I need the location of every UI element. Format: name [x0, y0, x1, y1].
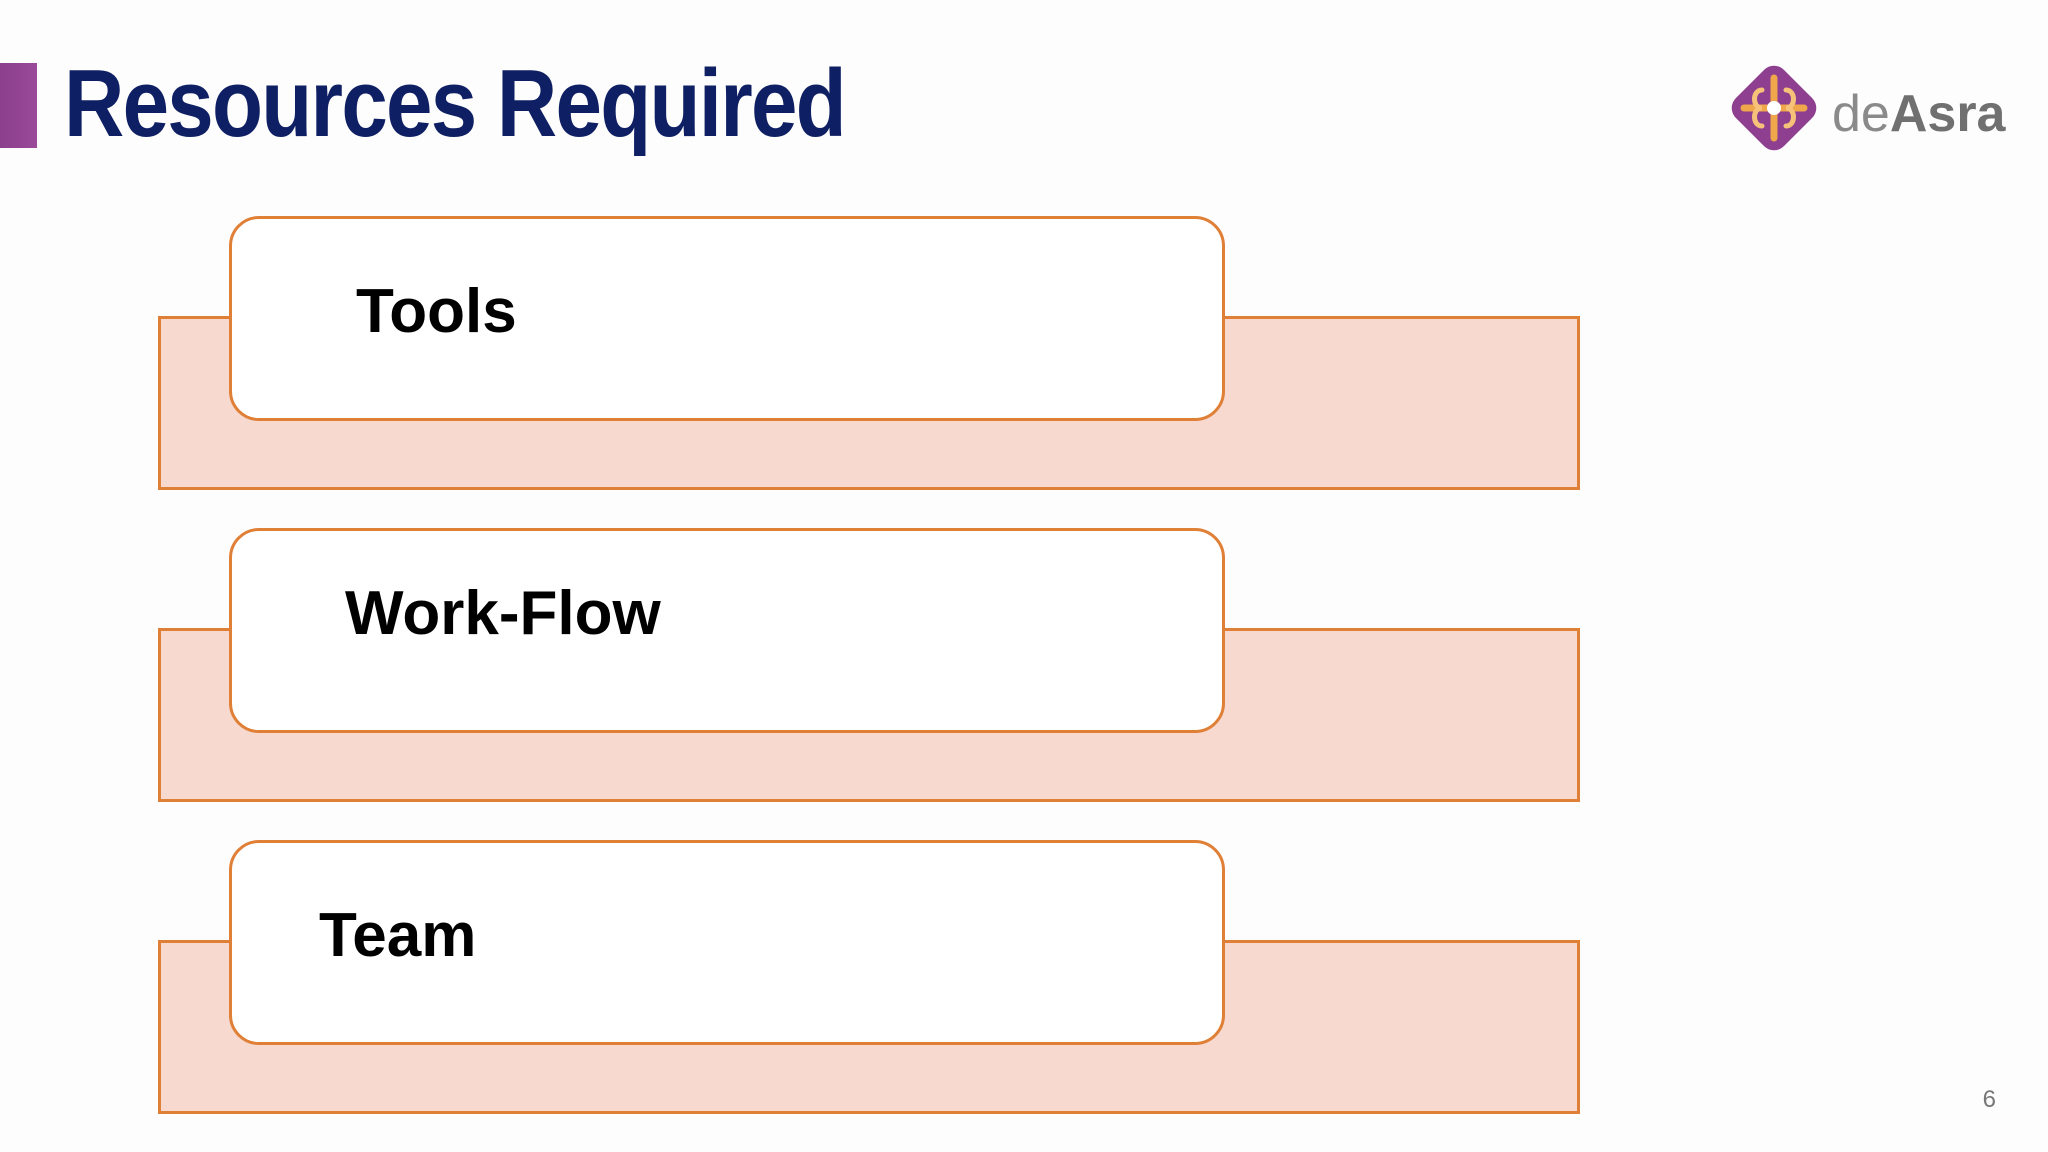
resource-item-workflow: Work-Flow: [0, 0, 2048, 802]
resource-item-team: Team: [0, 0, 2048, 1114]
logo-wordmark: deAsra: [1832, 84, 2005, 144]
logo-name: Asra: [1889, 85, 2006, 143]
resource-item-tools: Tools: [0, 0, 2048, 490]
title-accent-bar: [0, 63, 37, 148]
logo-prefix: de: [1832, 85, 1890, 143]
page-title: Resources Required: [64, 50, 847, 157]
item-card: [229, 528, 1225, 733]
page-number: 6: [1982, 1086, 1996, 1113]
cross-diamond-logo-icon: [1731, 65, 1817, 151]
item-label: Team: [319, 901, 477, 970]
item-card: [229, 840, 1225, 1045]
item-label: Tools: [356, 277, 517, 346]
item-card: [229, 216, 1225, 421]
item-label: Work-Flow: [345, 579, 661, 648]
company-logo: deAsra: [1722, 56, 2022, 166]
